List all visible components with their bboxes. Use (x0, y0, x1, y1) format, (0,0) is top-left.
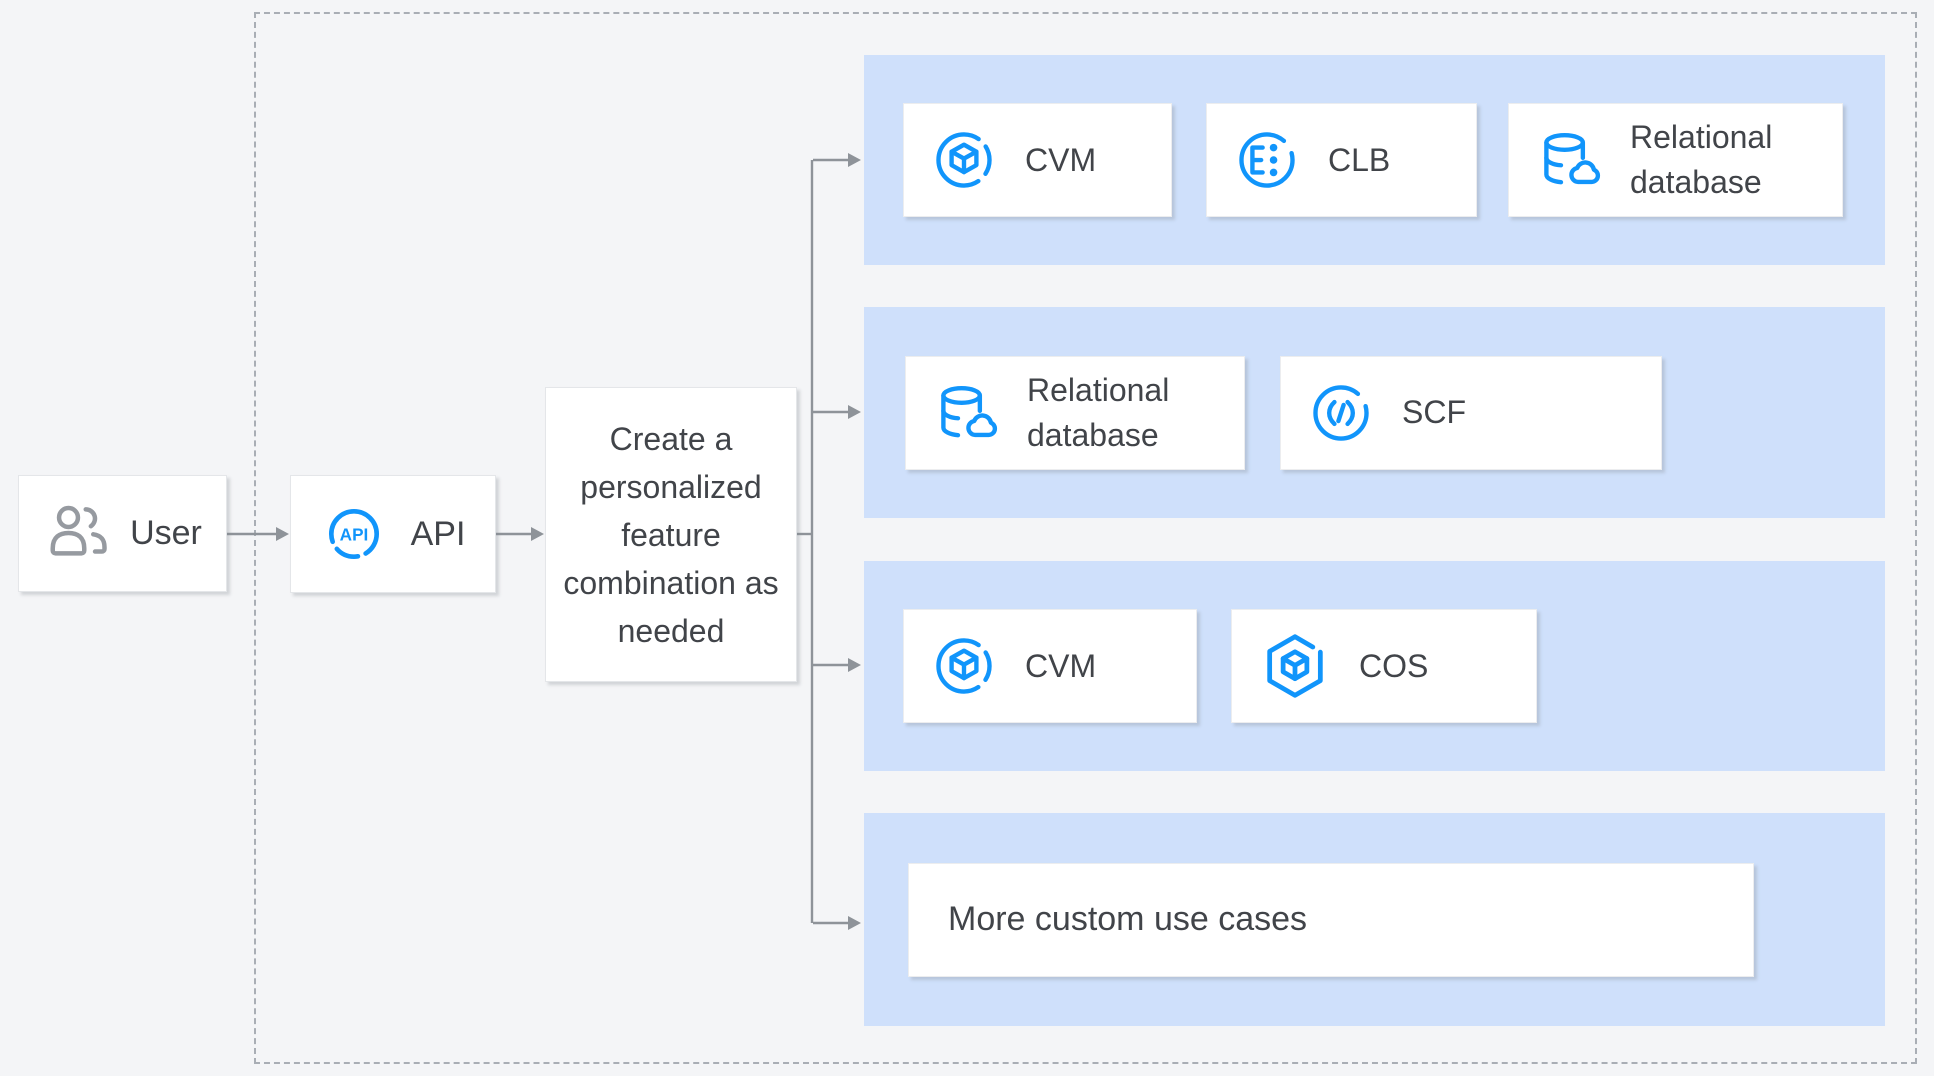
relational-database-icon (931, 378, 1001, 448)
cvm-icon (929, 631, 999, 701)
service-card-clb: CLB (1206, 103, 1477, 217)
scf-icon (1306, 378, 1376, 448)
user-label: User (130, 514, 202, 552)
service-card-cvm: CVM (903, 103, 1172, 217)
service-card-scf: SCF (1280, 355, 1662, 470)
dashed-boundary (254, 12, 1917, 1064)
svg-text:API: API (339, 524, 368, 544)
use-case-panel-3: CVM COS (864, 561, 1885, 771)
api-label: API (410, 514, 466, 553)
more-use-cases-label: More custom use cases (948, 900, 1308, 938)
cvm-icon (929, 125, 999, 195)
service-label: CLB (1328, 141, 1391, 178)
service-label: COS (1359, 647, 1429, 684)
user-icon (43, 498, 115, 570)
service-label: CVM (1025, 647, 1097, 684)
api-icon: API (321, 501, 387, 567)
use-case-panel-2: Relational database SCF (864, 307, 1885, 518)
use-case-panel-1: CVM CLB Relational (864, 55, 1885, 265)
more-use-cases-card: More custom use cases (908, 862, 1754, 977)
service-card-cos: COS (1231, 609, 1537, 723)
service-card-relational-database: Relational database (905, 355, 1245, 470)
service-card-relational-database: Relational database (1508, 103, 1843, 217)
relational-database-icon (1534, 125, 1604, 195)
service-label: CVM (1025, 141, 1097, 178)
use-case-panel-4: More custom use cases (864, 813, 1885, 1026)
user-node: User (18, 475, 227, 592)
create-combination-text: Create a personalized feature combinatio… (563, 420, 779, 649)
service-label: SCF (1402, 394, 1466, 430)
service-label: Relational database (1027, 371, 1170, 453)
create-combination-node: Create a personalized feature combinatio… (545, 387, 797, 682)
api-node: API API (290, 475, 496, 593)
service-card-cvm: CVM (903, 609, 1197, 723)
service-label: Relational database (1630, 119, 1773, 200)
clb-icon (1232, 125, 1302, 195)
cos-icon (1257, 628, 1333, 704)
